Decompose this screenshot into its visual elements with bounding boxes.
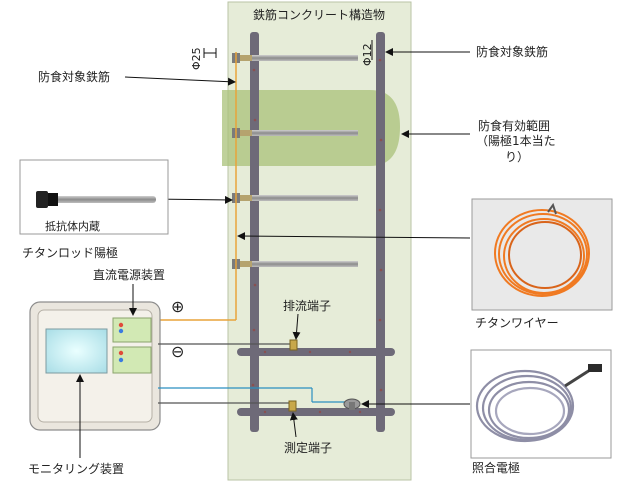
titanium-wire-label: チタンワイヤー (475, 316, 559, 330)
rod-anode-photo-icon (36, 191, 156, 208)
dc-power-unit-top (112, 317, 152, 343)
structure-title: 鉄筋コンクリート構造物 (253, 8, 386, 22)
dim-label-left: Φ25 (190, 47, 203, 70)
plus-sign: ⊕ (171, 297, 185, 316)
titanium-wire-bus (157, 52, 237, 321)
dim-label-right: Φ12 (361, 43, 374, 66)
measurement-terminal-label: 測定端子 (284, 441, 333, 455)
reference-electrode-label: 照合電極 (472, 461, 521, 475)
reference-electrode-cable-photo-icon (475, 364, 602, 443)
monitoring-device (29, 301, 161, 431)
effective-range-label-2: （陽極1本当た (476, 134, 556, 148)
titanium-rod-anode-label: チタンロッド陽極 (22, 246, 119, 260)
effective-range-zone (222, 90, 400, 166)
monitor-screen (45, 328, 108, 374)
orange-wire-coil-photo-icon (494, 202, 590, 297)
drain-terminal-label: 排流端子 (283, 299, 332, 313)
horizontal-rebars (237, 348, 395, 416)
effective-range-label-3: り） (505, 150, 530, 164)
target-rebar-label-left: 防食対象鉄筋 (38, 70, 111, 84)
monitoring-device-label: モニタリング装置 (28, 462, 125, 476)
target-rebar-label-right: 防食対象鉄筋 (476, 45, 549, 59)
leader-lines (76, 48, 471, 458)
reference-electrode-part (343, 398, 361, 410)
measurement-terminal-part (288, 400, 297, 412)
resistor-built-in-label: 抵抗体内蔵 (45, 220, 100, 233)
dc-power-unit-bottom (112, 346, 152, 374)
drain-terminal-part (289, 339, 298, 351)
dimension-marks (203, 40, 373, 60)
dc-power-supply-label: 直流電源装置 (93, 268, 166, 282)
effective-range-label-1: 防食有効範囲 (478, 119, 551, 133)
minus-sign: ⊖ (171, 342, 185, 361)
device-wires (158, 343, 345, 404)
